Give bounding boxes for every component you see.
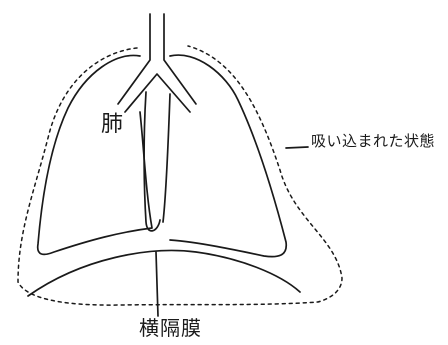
right-lung [170,55,286,257]
diaphragm-label: 横隔膜 [139,318,202,338]
lung-label: 肺 [101,114,123,136]
diaphragm-line [28,251,300,296]
inhaled-state-label: 吸い込まれた状態 [311,134,435,149]
mediastinum-right [163,94,170,222]
inhaled-outline [18,46,342,305]
mediastinum-left [144,92,160,231]
inhaled-leader-line [286,147,308,148]
left-lung [38,55,152,254]
diaphragm-pointer [156,252,158,316]
trachea-left-wall [118,14,150,104]
trachea-right-wall [164,14,196,104]
